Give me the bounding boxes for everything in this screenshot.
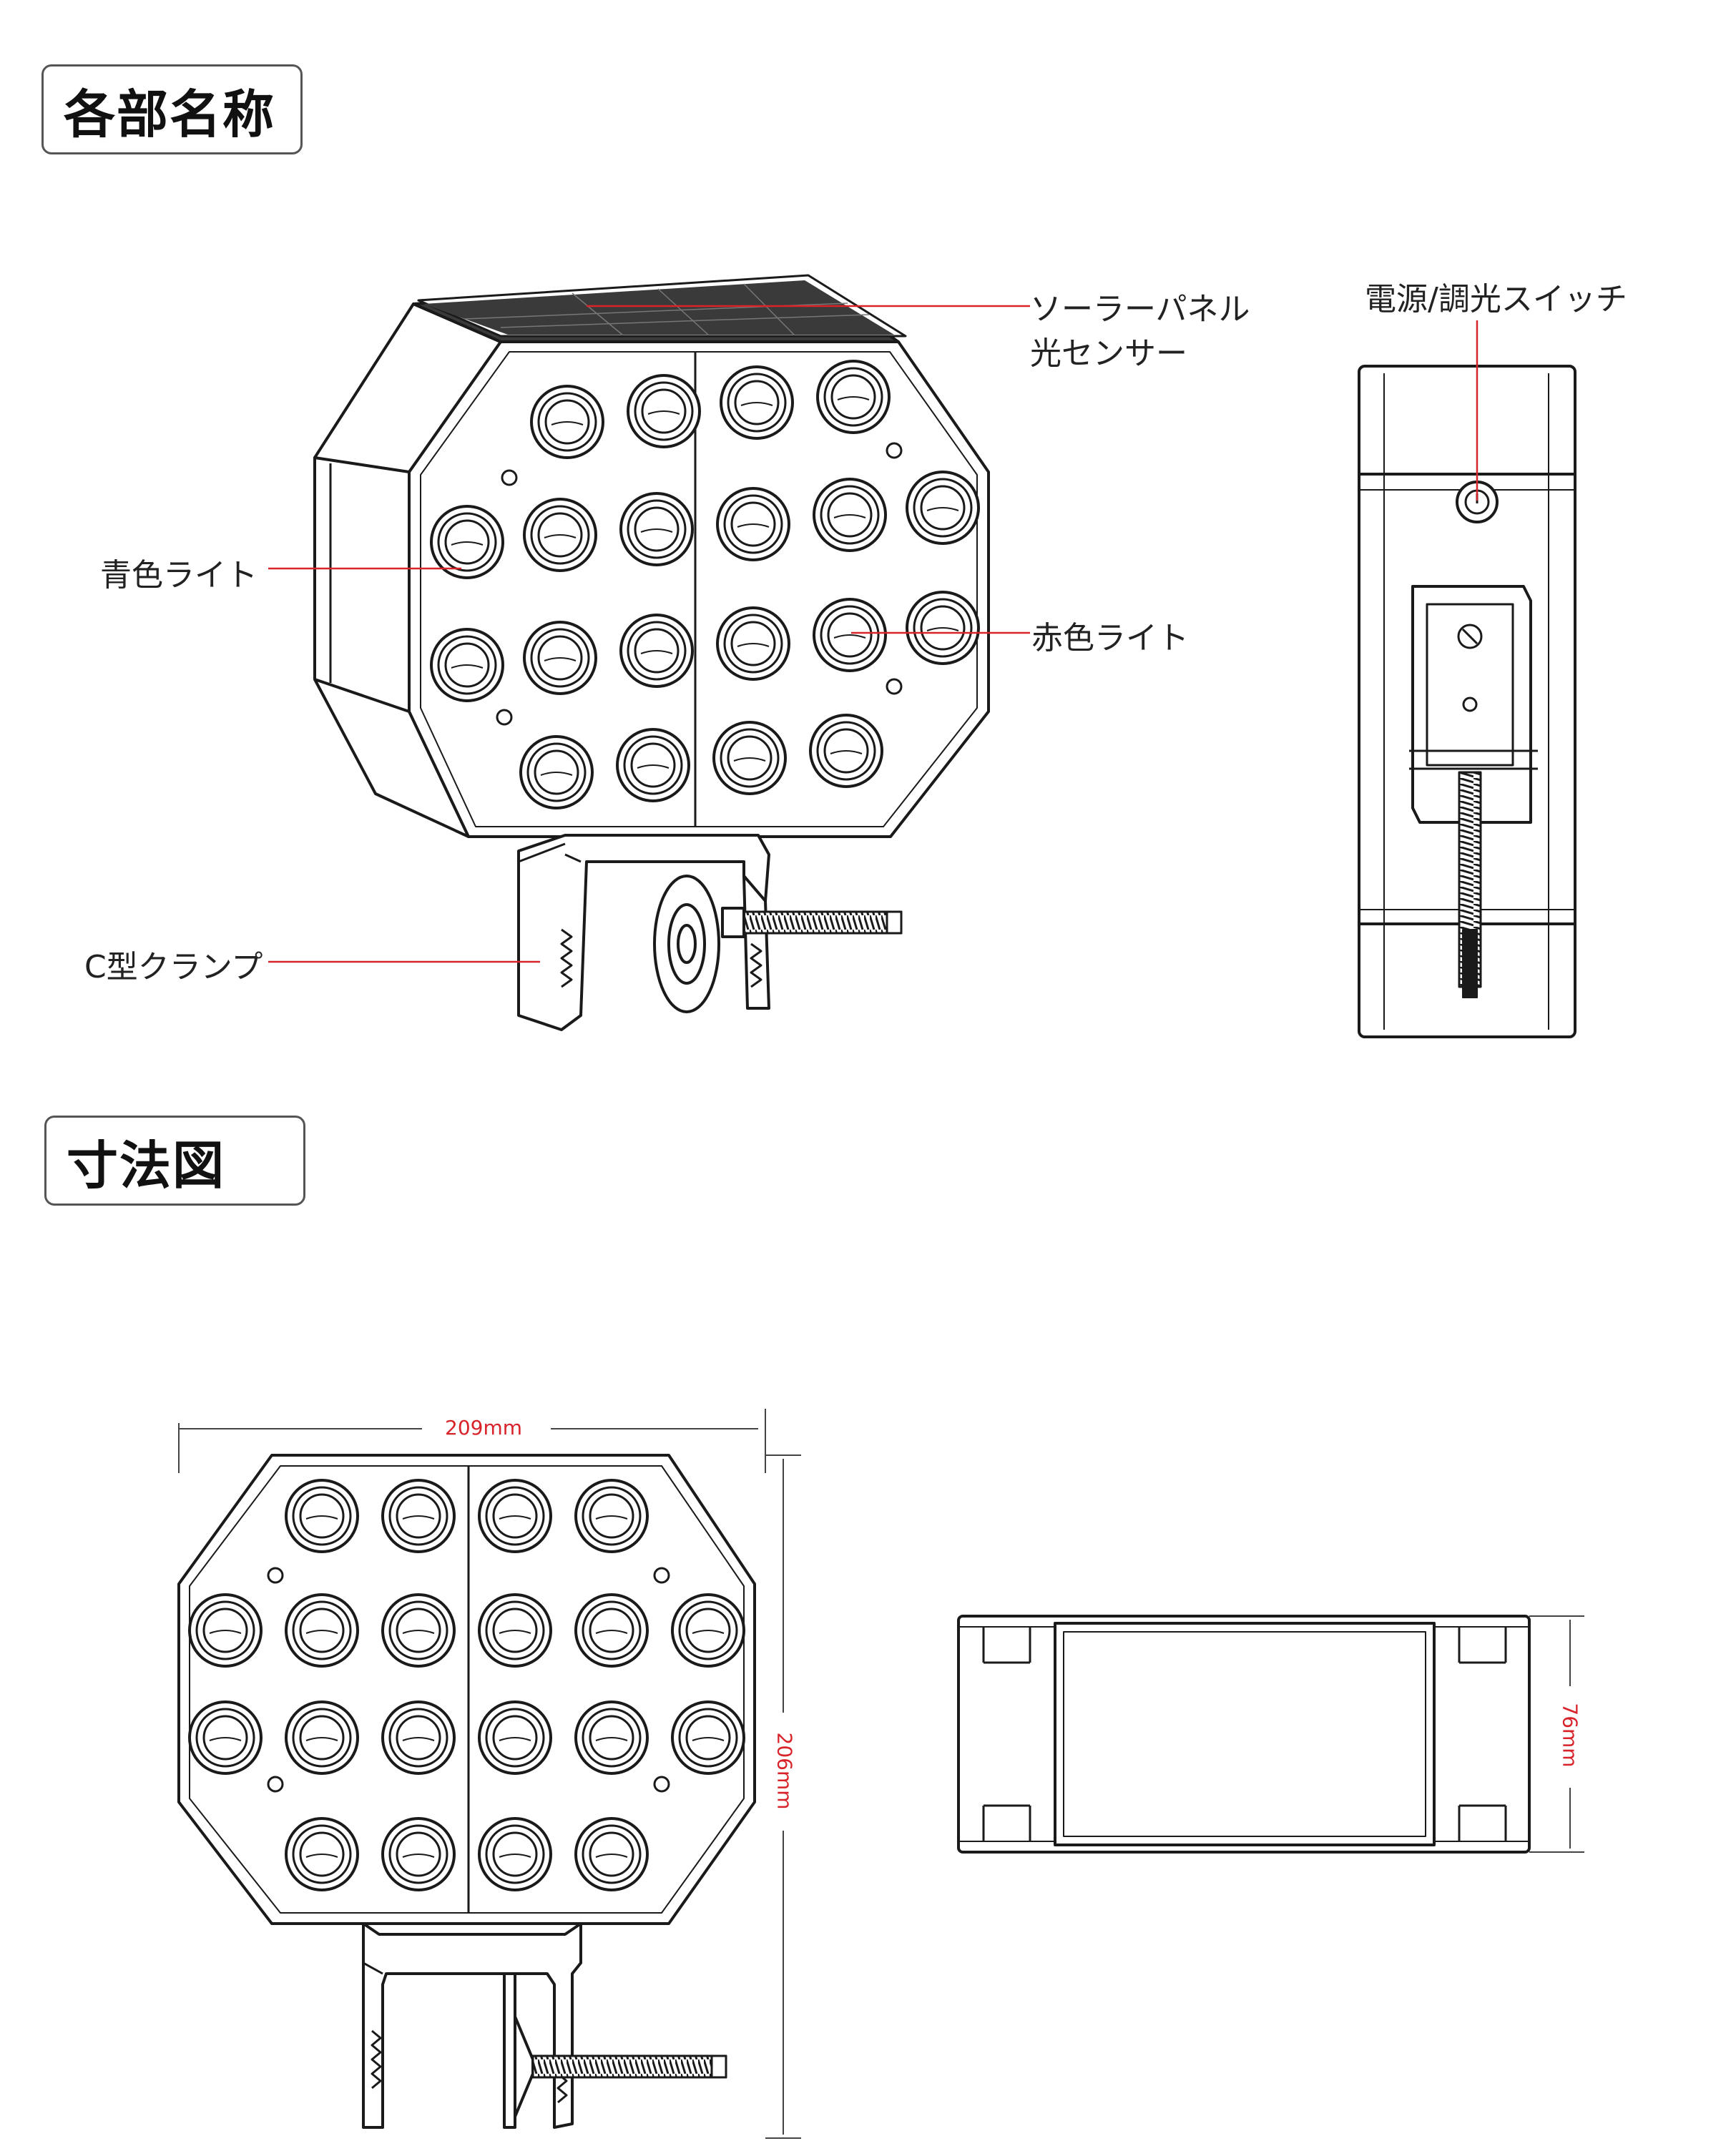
led — [381, 1817, 456, 1891]
led — [616, 728, 690, 802]
leader-lines — [268, 305, 1478, 963]
label-solar-panel: ソーラーパネル — [1030, 291, 1250, 328]
section-title-parts: 各部名称 — [41, 64, 303, 154]
led — [619, 492, 694, 566]
label-light-sensor: 光センサー — [1030, 335, 1187, 372]
dimension-height: 206mm — [773, 1732, 797, 1810]
led — [381, 1593, 456, 1668]
led — [523, 621, 597, 695]
label-red-light: 赤色ライト — [1031, 620, 1189, 656]
led — [478, 1700, 552, 1775]
light-front-view — [177, 1454, 756, 1925]
led — [716, 487, 790, 561]
led — [530, 385, 604, 459]
led — [285, 1479, 359, 1553]
light-perspective-view — [313, 274, 990, 838]
led — [574, 1700, 649, 1775]
label-blue-light: 青色ライト — [100, 557, 258, 594]
label-c-clamp: C型クランプ — [84, 949, 263, 985]
led — [381, 1700, 456, 1775]
led — [671, 1700, 745, 1775]
dimension-lines-front — [178, 1409, 801, 2139]
dimension-lines-top — [1529, 1615, 1584, 1853]
led — [381, 1479, 456, 1553]
led — [813, 598, 887, 672]
led — [906, 471, 980, 545]
led — [671, 1593, 745, 1668]
label-power-switch: 電源/調光スイッチ — [1365, 281, 1627, 318]
led — [285, 1593, 359, 1668]
dimension-depth: 76mm — [1558, 1703, 1582, 1768]
led — [574, 1817, 649, 1891]
dimension-width: 209mm — [445, 1416, 522, 1439]
light-side-view — [1358, 365, 1576, 1038]
led — [619, 614, 694, 688]
led — [188, 1593, 263, 1668]
led — [430, 505, 504, 579]
solar-panel — [412, 274, 907, 343]
c-clamp-front — [362, 1922, 727, 2129]
led — [285, 1817, 359, 1891]
led — [906, 591, 980, 665]
led — [627, 374, 701, 448]
led — [809, 714, 883, 788]
light-top-view — [957, 1615, 1531, 1854]
led — [430, 628, 504, 702]
led — [478, 1479, 552, 1553]
led — [519, 735, 594, 809]
led — [478, 1593, 552, 1668]
led — [813, 478, 887, 552]
led — [285, 1700, 359, 1775]
led — [478, 1817, 552, 1891]
led — [523, 498, 597, 572]
section-title-dimensions: 寸法図 — [44, 1116, 305, 1206]
led — [574, 1479, 649, 1553]
led — [816, 360, 891, 434]
led — [712, 721, 787, 795]
led — [720, 365, 794, 440]
led — [188, 1700, 263, 1775]
led — [574, 1593, 649, 1668]
led — [716, 606, 790, 681]
c-clamp-perspective — [517, 834, 903, 1031]
